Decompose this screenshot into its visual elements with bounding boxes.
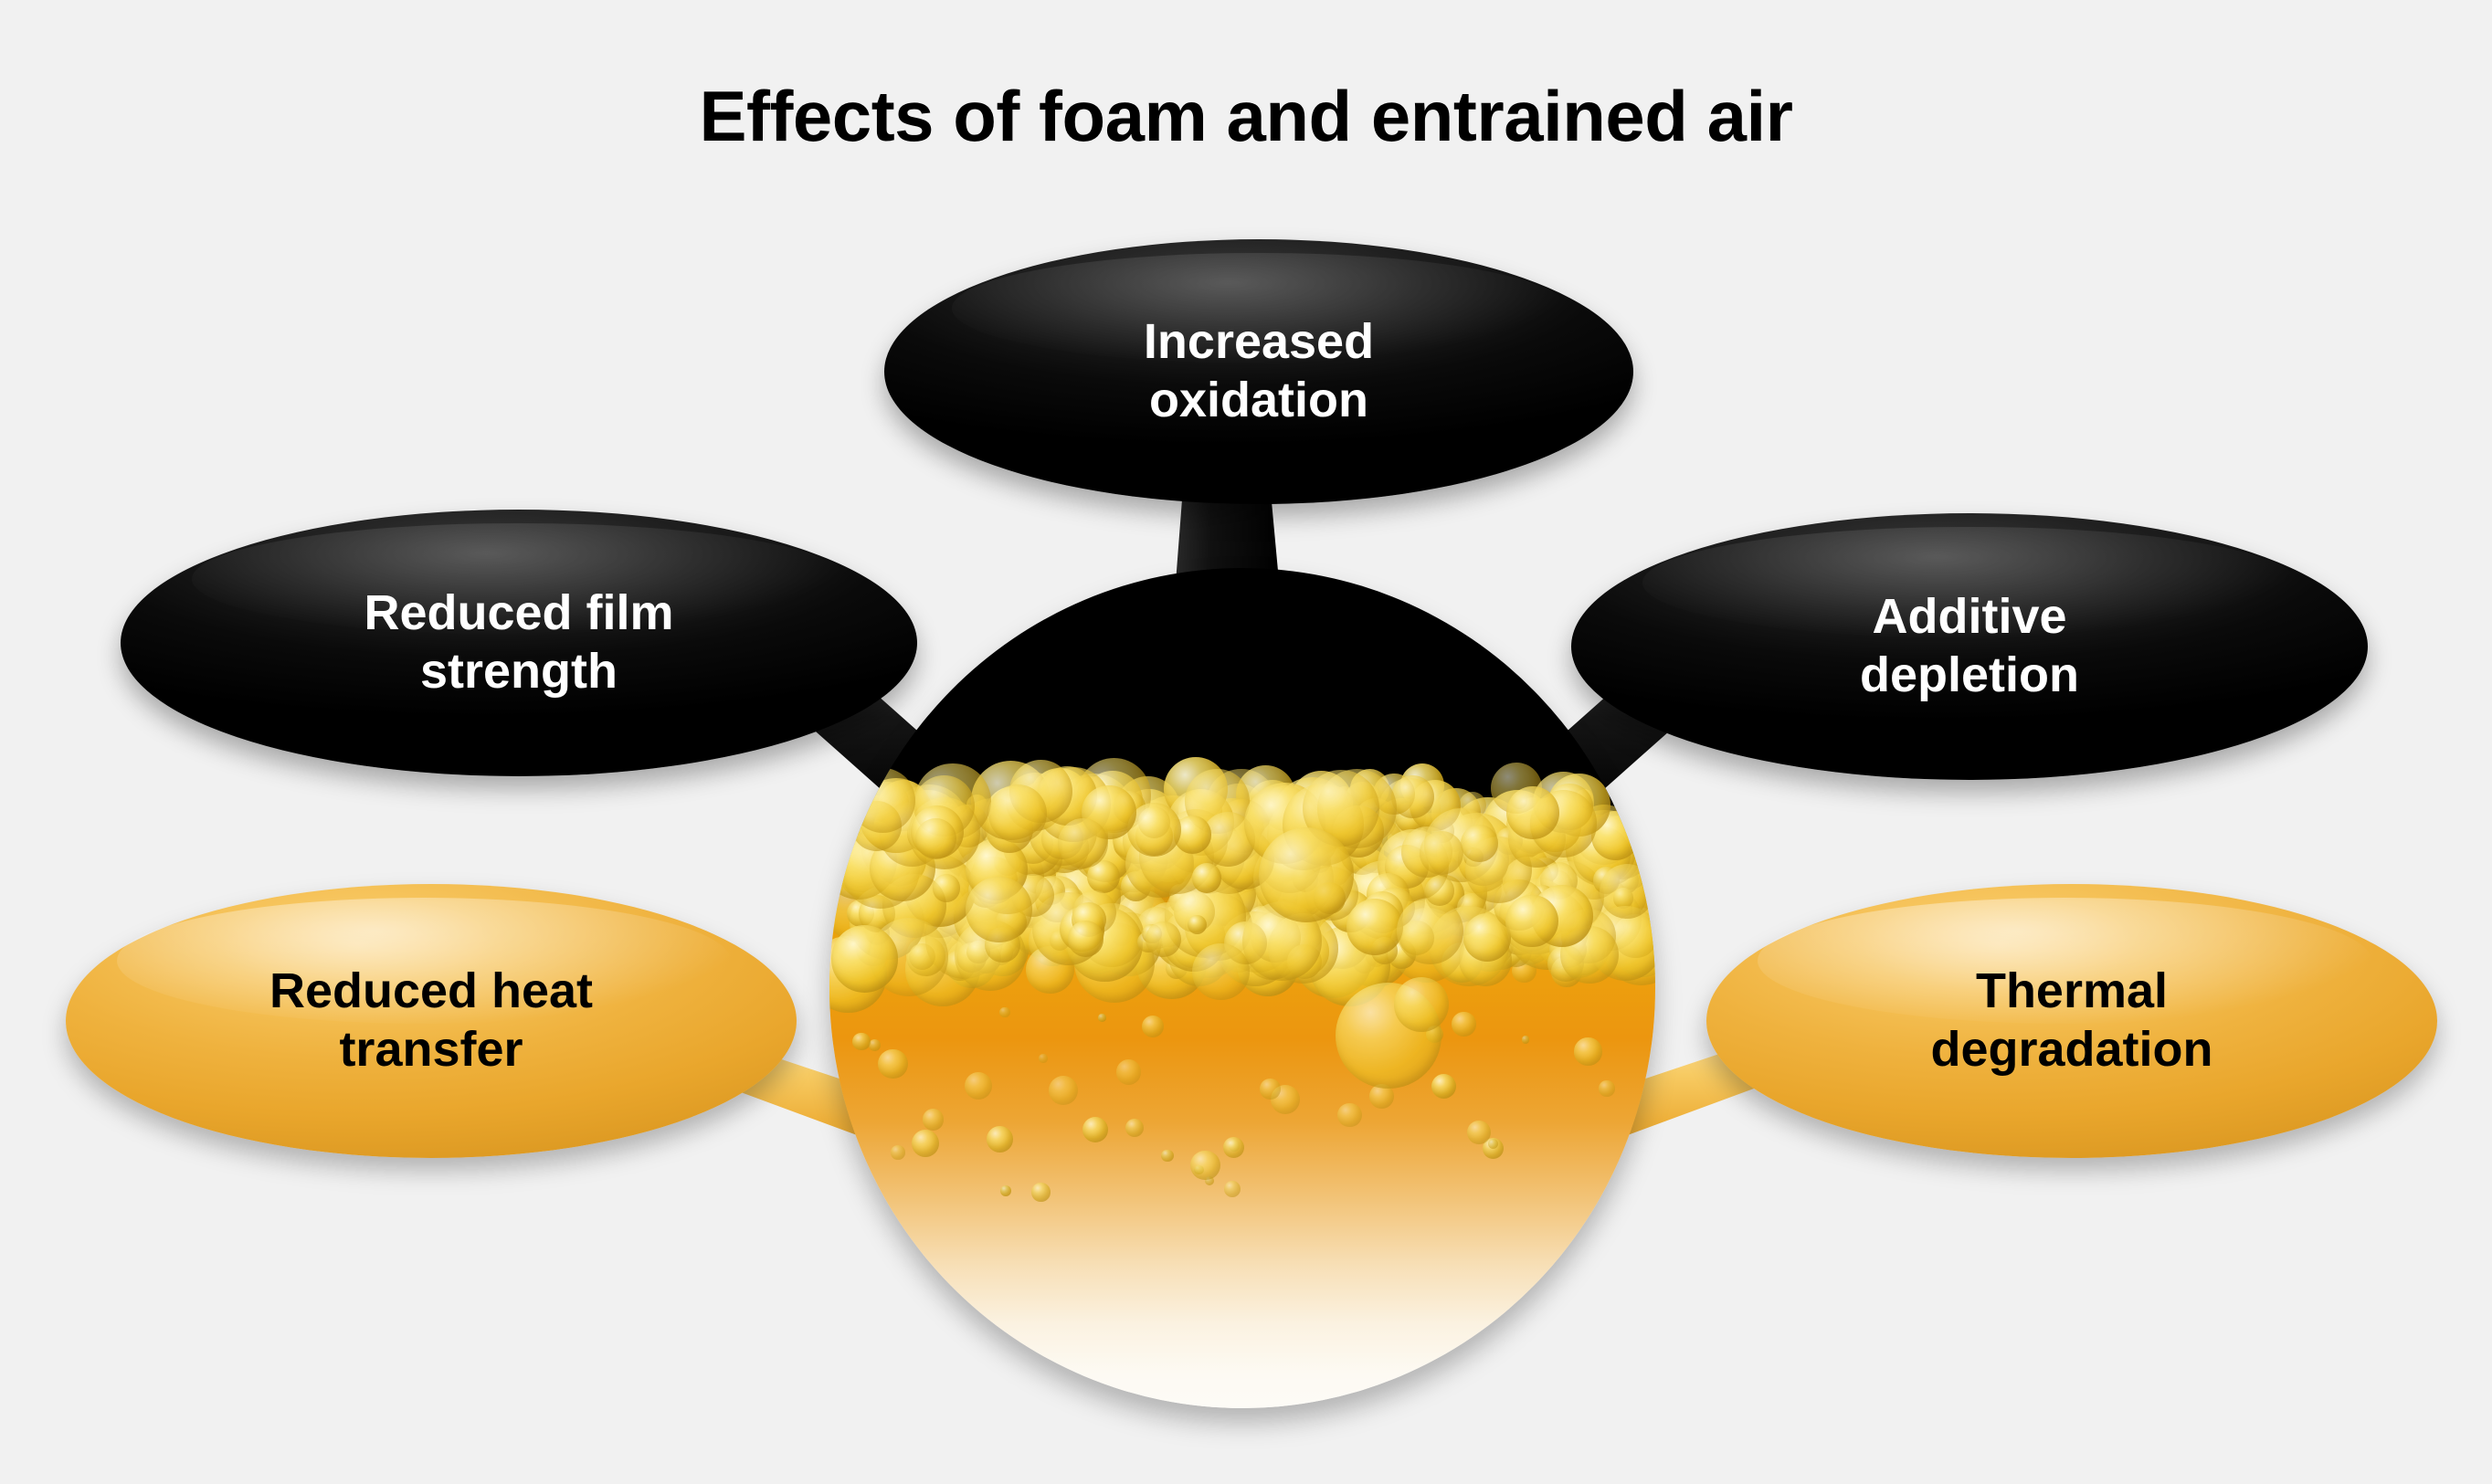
foam-bubble <box>1260 1079 1281 1100</box>
foam-bubble <box>1467 1120 1491 1144</box>
foam-bubble <box>1599 1080 1615 1097</box>
foam-bubble <box>1190 1151 1220 1181</box>
foam-bubble <box>1161 1149 1174 1162</box>
node-additive-depletion[interactable]: Additive depletion <box>1571 513 2368 780</box>
node-label-reduced-film-strength: Reduced film strength <box>364 585 674 699</box>
foam-bubble <box>1126 802 1182 858</box>
foam-bubble <box>852 1032 871 1051</box>
node-label-increased-oxidation: Increased oxidation <box>1143 314 1375 427</box>
foam-bubble <box>1224 1181 1241 1198</box>
foam-bubble <box>1187 914 1207 934</box>
foam-bubble <box>1057 817 1109 869</box>
foam-bubble <box>1142 1015 1165 1037</box>
foam-bubble <box>1394 977 1449 1032</box>
foam-bubble <box>1419 830 1464 876</box>
foam-bubble <box>987 784 1047 844</box>
foam-bubble <box>850 768 915 834</box>
foam-bubble <box>1031 1183 1051 1202</box>
foam-bubble <box>1259 827 1354 922</box>
foam-bubble <box>1125 1118 1145 1137</box>
node-label-additive-depletion: Additive depletion <box>1860 589 2079 702</box>
foam-bubble <box>1346 898 1404 955</box>
foam-bubble <box>1000 1185 1012 1197</box>
page-title: Effects of foam and entrained air <box>699 76 1793 156</box>
node-reduced-heat-transfer[interactable]: Reduced heat transfer <box>66 884 797 1158</box>
foam-bubble <box>1425 876 1455 906</box>
node-label-reduced-heat-transfer: Reduced heat transfer <box>269 963 594 1077</box>
foam-bubble <box>878 1048 908 1079</box>
foam-bubble <box>1222 1136 1244 1159</box>
foam-bubble <box>868 1038 881 1051</box>
foam-bubble <box>1082 1117 1108 1143</box>
foam-bubble <box>1192 942 1250 1000</box>
foam-bubble <box>830 925 899 993</box>
foam-bubble <box>1452 1012 1476 1037</box>
foam-bubble <box>1146 921 1181 957</box>
foam-bubble <box>1460 824 1498 862</box>
foam-bubble <box>999 1006 1010 1018</box>
foam-bubble <box>911 1130 939 1158</box>
foam-bubble <box>1191 862 1222 893</box>
foam-bubble <box>1431 1073 1457 1099</box>
foam-bubble <box>1115 1059 1142 1085</box>
foam-bubble <box>932 874 961 902</box>
node-thermal-degradation[interactable]: Thermal degradation <box>1706 884 2437 1158</box>
foam-bubble <box>922 1109 945 1131</box>
foam-bubble <box>914 817 956 859</box>
foam-bubble <box>1098 1014 1106 1022</box>
foam-bubble <box>1067 921 1104 957</box>
node-label-thermal-degradation: Thermal degradation <box>1930 963 2213 1077</box>
center-foam-circle <box>829 568 1655 1408</box>
foam-bubble <box>966 876 1032 943</box>
foam-bubble <box>1390 774 1435 818</box>
foam-bubble <box>1574 1037 1602 1066</box>
foam-bubble <box>1205 1176 1215 1186</box>
foam-bubble <box>987 1126 1013 1152</box>
foam-bubble <box>1049 1075 1079 1105</box>
foam-bubble <box>1488 1138 1499 1149</box>
foam-bubble <box>1039 1054 1048 1063</box>
foam-bubble <box>965 1072 993 1100</box>
foam-bubble <box>1599 864 1654 920</box>
foam-bubbles <box>829 568 1655 1408</box>
foam-bubble <box>891 1145 905 1160</box>
node-increased-oxidation[interactable]: Increased oxidation <box>884 239 1633 504</box>
foam-bubble <box>1505 894 1559 948</box>
node-reduced-film-strength[interactable]: Reduced film strength <box>121 510 917 776</box>
foam-bubble <box>1506 786 1560 840</box>
foam-bubble <box>1397 898 1463 965</box>
foam-bubble <box>1337 1103 1362 1128</box>
foam-bubble <box>1521 1036 1530 1044</box>
